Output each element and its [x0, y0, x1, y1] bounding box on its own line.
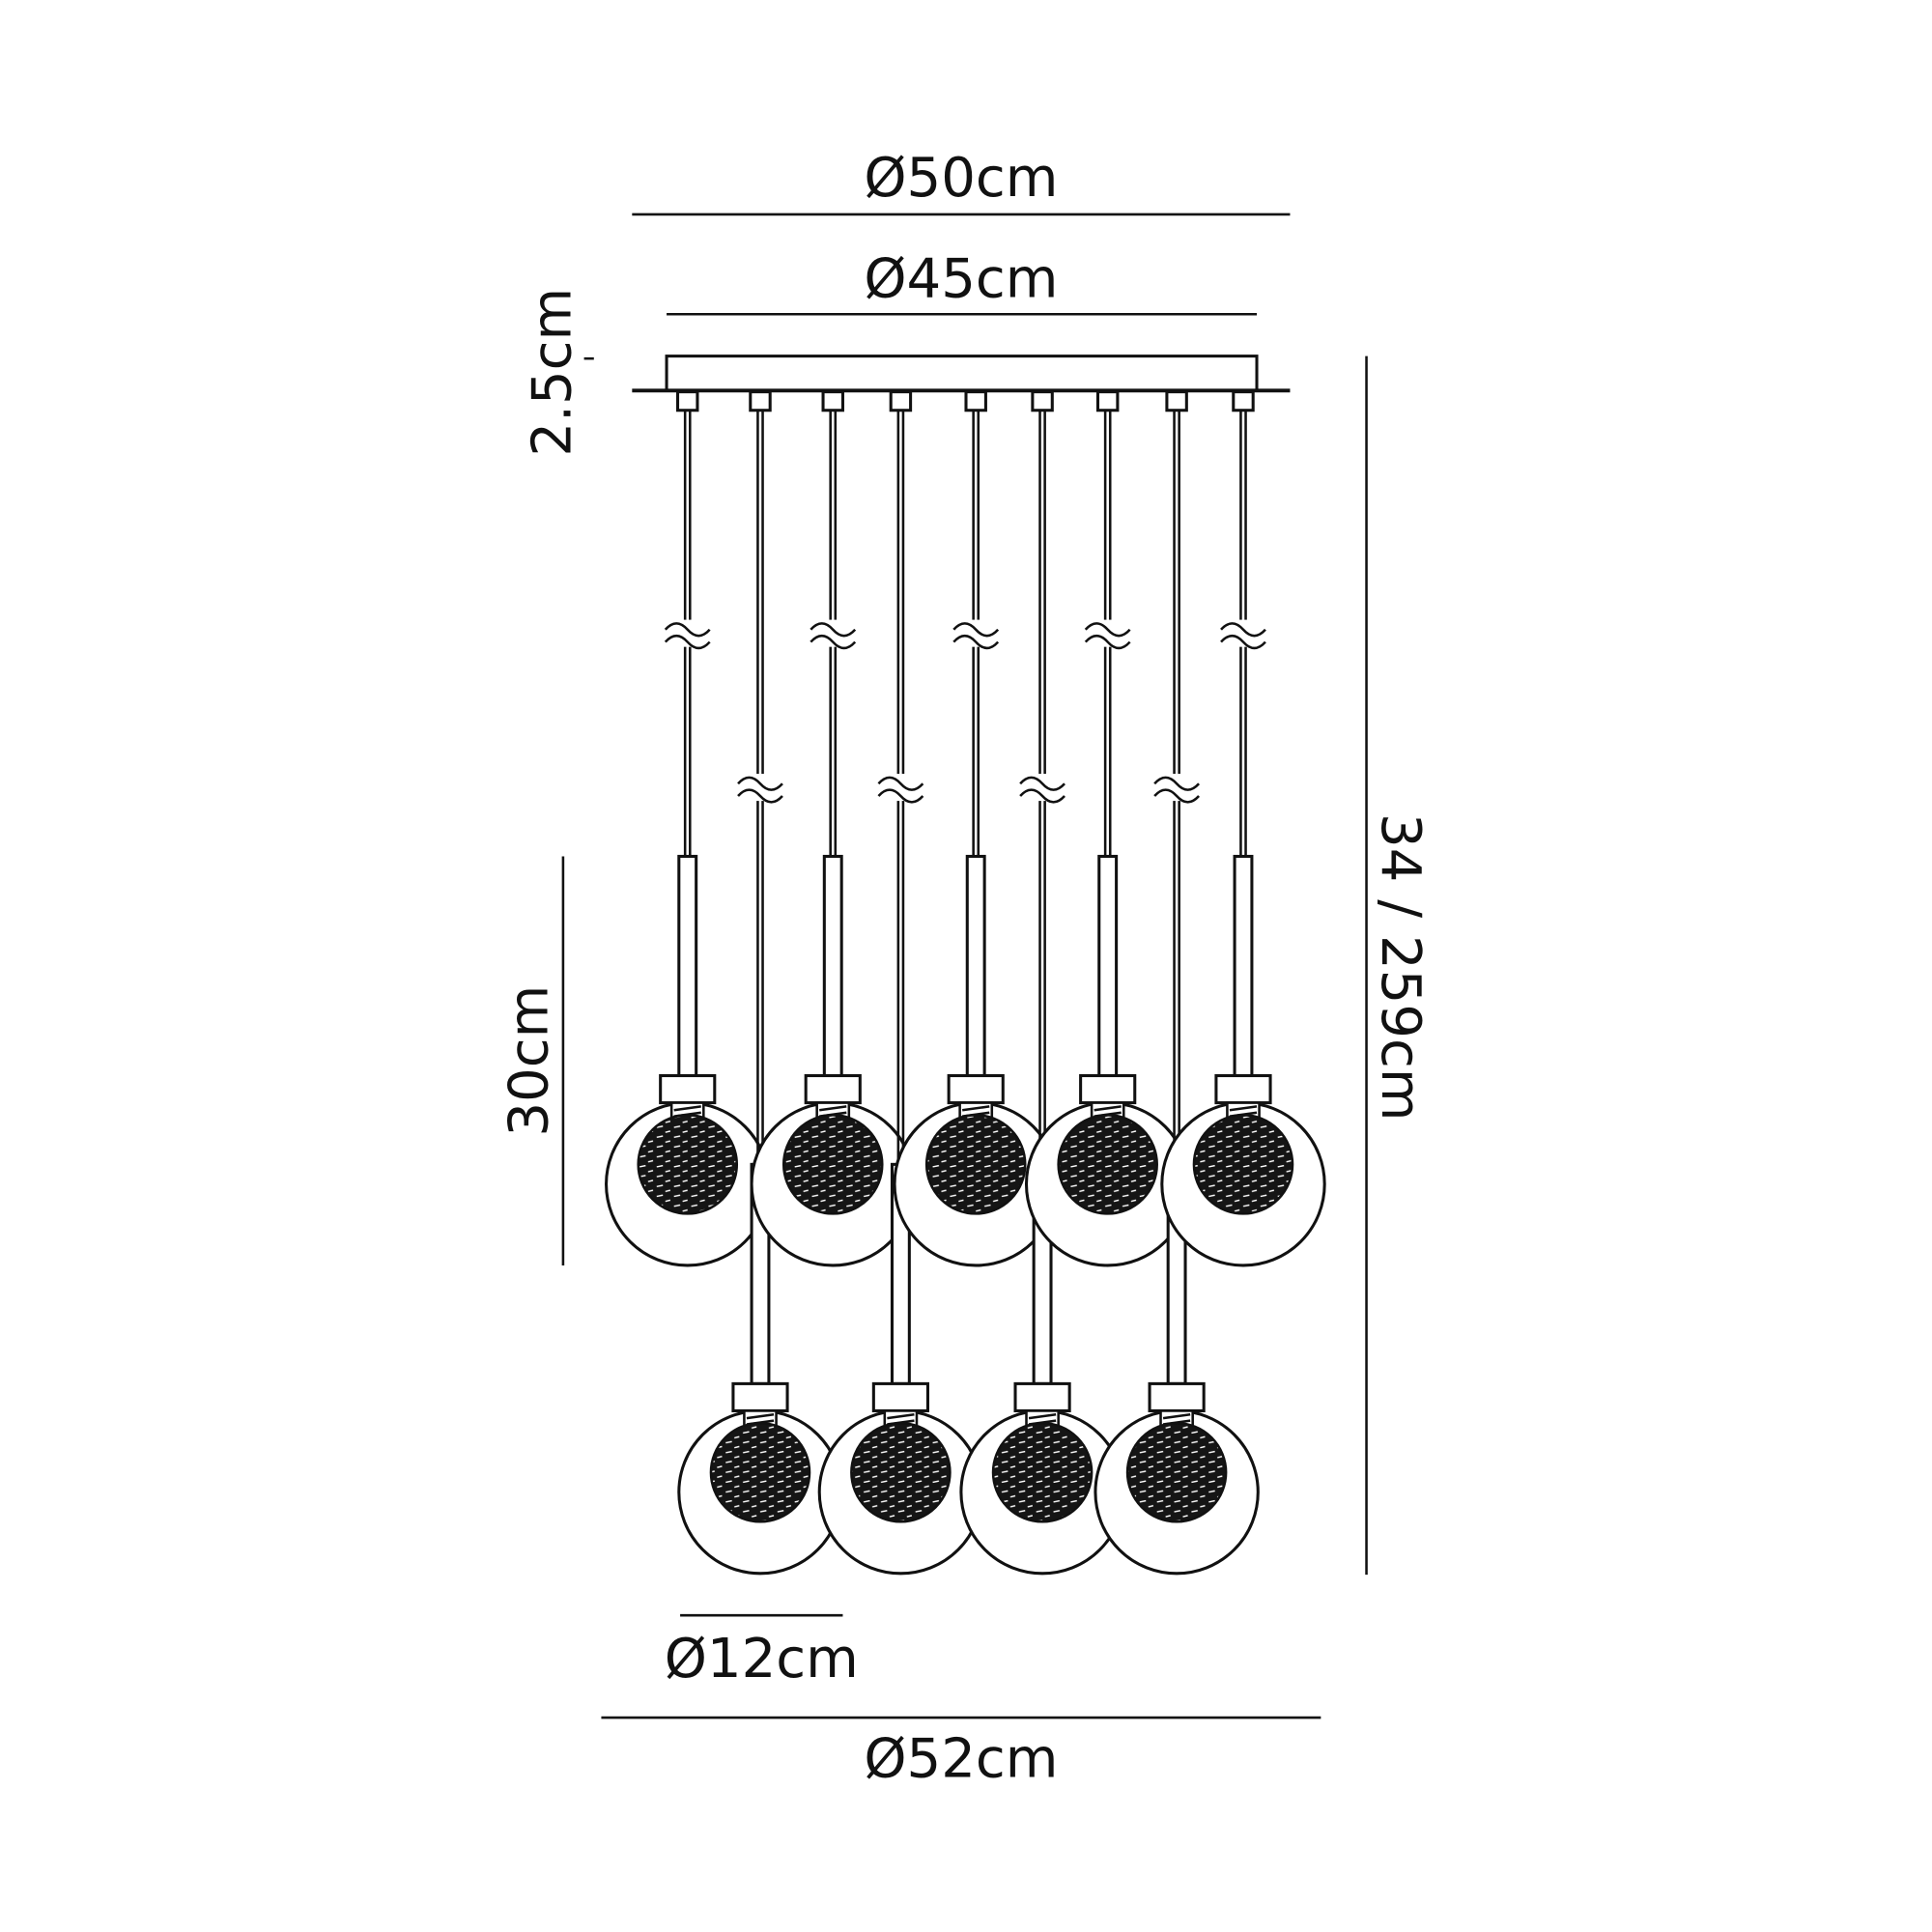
- pendant-lamps: [605, 390, 1326, 1576]
- wire-break-mark: [664, 622, 711, 638]
- lamp-cap: [659, 1073, 717, 1105]
- dimension-label-52cm: Ø52cm: [864, 1727, 1058, 1790]
- dimension-label-45cm: Ø45cm: [864, 247, 1058, 310]
- wire-break-mark: [1153, 776, 1201, 791]
- dimension-label-2-5cm: 2.5cm: [522, 288, 584, 457]
- wire-break-mark: [1220, 622, 1266, 638]
- decorative-bulb: [1192, 1114, 1294, 1215]
- decorative-bulb: [991, 1421, 1094, 1523]
- lamp-cap: [804, 1073, 862, 1105]
- ceiling-connector: [1165, 390, 1188, 412]
- wire-break-mark: [877, 776, 924, 791]
- lamp-stem-tube: [965, 854, 986, 1078]
- wire-break-mark: [737, 776, 783, 791]
- dimension-label-50cm: Ø50cm: [864, 147, 1058, 210]
- dimension-label-12cm: Ø12cm: [665, 1628, 859, 1690]
- lamp-stem-tube: [822, 854, 843, 1078]
- lamp-stem-tube: [1233, 854, 1254, 1078]
- wire-break-mark: [952, 622, 1000, 638]
- ceiling-connector: [1095, 390, 1120, 412]
- decorative-bulb: [850, 1421, 952, 1523]
- wire-break-mark: [1084, 622, 1131, 638]
- ceiling-connector: [1232, 390, 1255, 412]
- ceiling-connector: [1031, 390, 1054, 412]
- wire-break-mark: [1153, 788, 1201, 804]
- ceiling-connector: [676, 390, 699, 412]
- wire-break-mark: [737, 788, 783, 804]
- decorative-bulb: [1057, 1114, 1158, 1215]
- wire-break-mark: [1220, 634, 1266, 650]
- wire-break-mark: [1019, 776, 1065, 791]
- dimension-label-30cm: 30cm: [497, 985, 560, 1137]
- wire-break-mark: [952, 634, 1000, 650]
- wire-break-mark: [664, 634, 711, 650]
- decorative-bulb: [781, 1114, 884, 1215]
- wire-break-mark: [877, 788, 924, 804]
- wire-break-mark: [810, 622, 857, 638]
- lamp-cap: [947, 1073, 1005, 1105]
- decorative-bulb: [1125, 1421, 1228, 1523]
- ceiling-connector: [889, 390, 913, 412]
- ceiling-connector: [821, 390, 844, 412]
- lamp-stem-tube: [1097, 854, 1119, 1078]
- lamp-cap: [1214, 1073, 1272, 1105]
- lamp-cap: [1079, 1073, 1137, 1105]
- decorative-bulb: [637, 1114, 739, 1215]
- ceiling-connector: [964, 390, 987, 412]
- wire-break-mark: [1019, 788, 1065, 804]
- lamp-cap: [871, 1381, 929, 1412]
- ceiling-canopy: [665, 355, 1259, 392]
- wire-break-mark: [810, 634, 857, 650]
- lamp-cap: [1013, 1381, 1071, 1412]
- lamp-cap: [731, 1381, 789, 1412]
- lamp-stem-tube: [677, 854, 698, 1078]
- decorative-bulb: [924, 1114, 1027, 1215]
- lamp-cap: [1148, 1381, 1206, 1412]
- dimension-label-overall-height: 34 / 259cm: [1369, 813, 1432, 1122]
- wire-break-mark: [1084, 634, 1131, 650]
- ceiling-connector: [749, 390, 772, 412]
- decorative-bulb: [709, 1421, 811, 1523]
